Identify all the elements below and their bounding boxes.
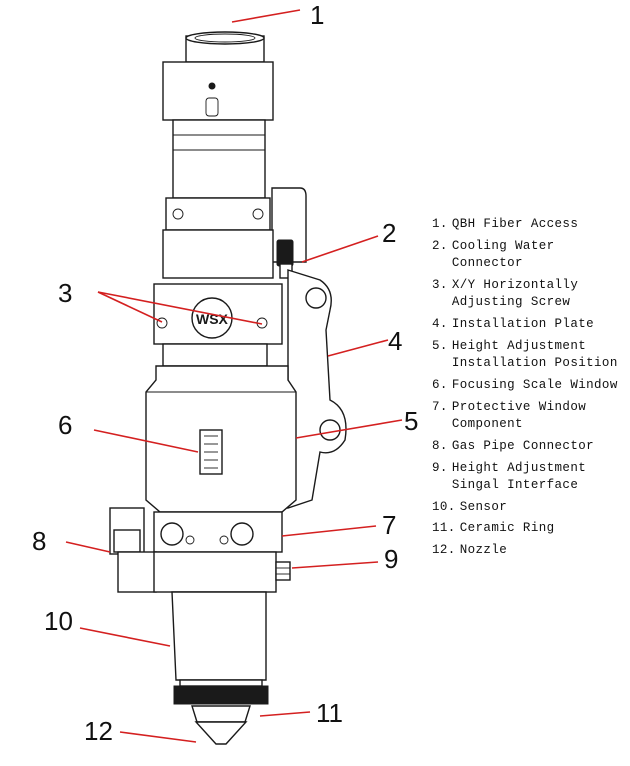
legend-item-text: Focusing Scale Window [451,377,618,392]
ceramic-ring-and-nozzle [191,705,251,745]
callout-6: 6 [58,410,73,440]
callout-3: 3 [58,278,73,308]
callout-2: 2 [382,218,397,248]
legend-item-number: 11. [432,521,456,536]
legend-item-text: Height Adjustment Installation Position [451,338,618,371]
legend-item-text: Height Adjustment Singal Interface [451,460,587,493]
legend-item-number: 4. [432,317,448,332]
legend-item: 10.Sensor [432,499,628,517]
callout-4: 4 [388,326,403,356]
legend-item: 9.Height Adjustment Singal Interface [432,460,628,495]
legend-item-number: 5. [432,338,448,353]
legend-item-text: Sensor [459,499,508,514]
legend-item-text: Installation Plate [451,317,595,332]
callout-12: 12 [84,716,113,746]
legend-item-number: 9. [432,460,448,475]
callout-8: 8 [32,526,47,556]
leader-lines [65,9,403,743]
callout-9: 9 [384,544,399,574]
xy-adjusting-block: WSX [153,229,283,367]
callout-10: 10 [44,606,73,636]
parts-legend: 1.QBH Fiber Access 2.Cooling Water Conne… [432,216,628,564]
legend-item: 5.Height Adjustment Installation Positio… [432,338,628,373]
sensor-part [171,591,269,705]
cooling-water-connector-part [271,187,307,279]
lower-block [153,551,291,593]
qbh-fiber-access-part [162,31,274,231]
legend-item-number: 6. [432,377,448,392]
svg-text:WSX: WSX [196,311,229,327]
legend-item-number: 10. [432,499,456,514]
legend-item-text: X/Y Horizontally Adjusting Screw [451,277,579,310]
legend-item-text: Cooling Water Connector [451,238,555,271]
legend-item: 2.Cooling Water Connector [432,238,628,273]
legend-item-text: QBH Fiber Access [451,217,579,231]
legend-item-number: 1. [432,217,448,231]
legend-item-text: Ceramic Ring [459,521,555,536]
gas-pipe-connector-part [109,507,157,593]
legend-item: 7.Protective Window Component [432,399,628,434]
legend-item: 11.Ceramic Ring [432,520,628,538]
legend-item-number: 2. [432,238,448,253]
callout-5: 5 [404,406,419,436]
legend-item-text: Gas Pipe Connector [451,438,595,453]
legend-item: 6.Focusing Scale Window [432,377,628,395]
legend-item: 4.Installation Plate [432,316,628,334]
legend-item-text: Protective Window Component [451,399,587,432]
legend-item: 3.X/Y Horizontally Adjusting Screw [432,277,628,312]
callout-7: 7 [382,510,397,540]
legend-item-number: 7. [432,399,448,414]
legend-item: 12.Nozzle [432,542,628,560]
callout-11: 11 [316,698,343,728]
legend-item-number: 12. [432,543,456,558]
legend-item-number: 3. [432,277,448,292]
protective-window-part [153,511,283,553]
installation-plate-part [287,269,347,509]
legend-item: 1.QBH Fiber Access [432,216,628,234]
legend-item-text: Nozzle [459,543,508,558]
legend-item-number: 8. [432,438,448,453]
callout-1: 1 [310,0,325,30]
legend-item: 8.Gas Pipe Connector [432,438,628,456]
focusing-body [145,365,297,513]
